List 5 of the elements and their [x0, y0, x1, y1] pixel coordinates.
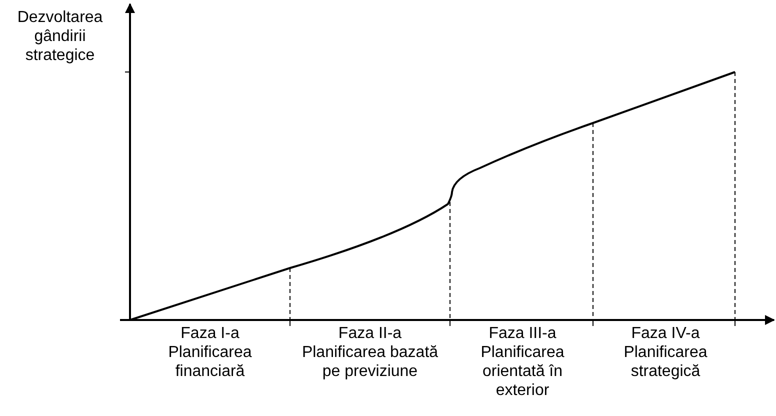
phase-label: Faza IV-a Planificarea strategică — [622, 324, 708, 381]
axis-label: Dezvoltarea gândirii strategice — [16, 8, 104, 65]
phase-label: Faza II-a Planificarea bazată pe previziune — [300, 324, 440, 381]
phase-label: Faza III-a Planificarea orientată în exterior — [480, 324, 566, 400]
phase-label: Faza I-a Planificarea financiară — [167, 324, 253, 381]
